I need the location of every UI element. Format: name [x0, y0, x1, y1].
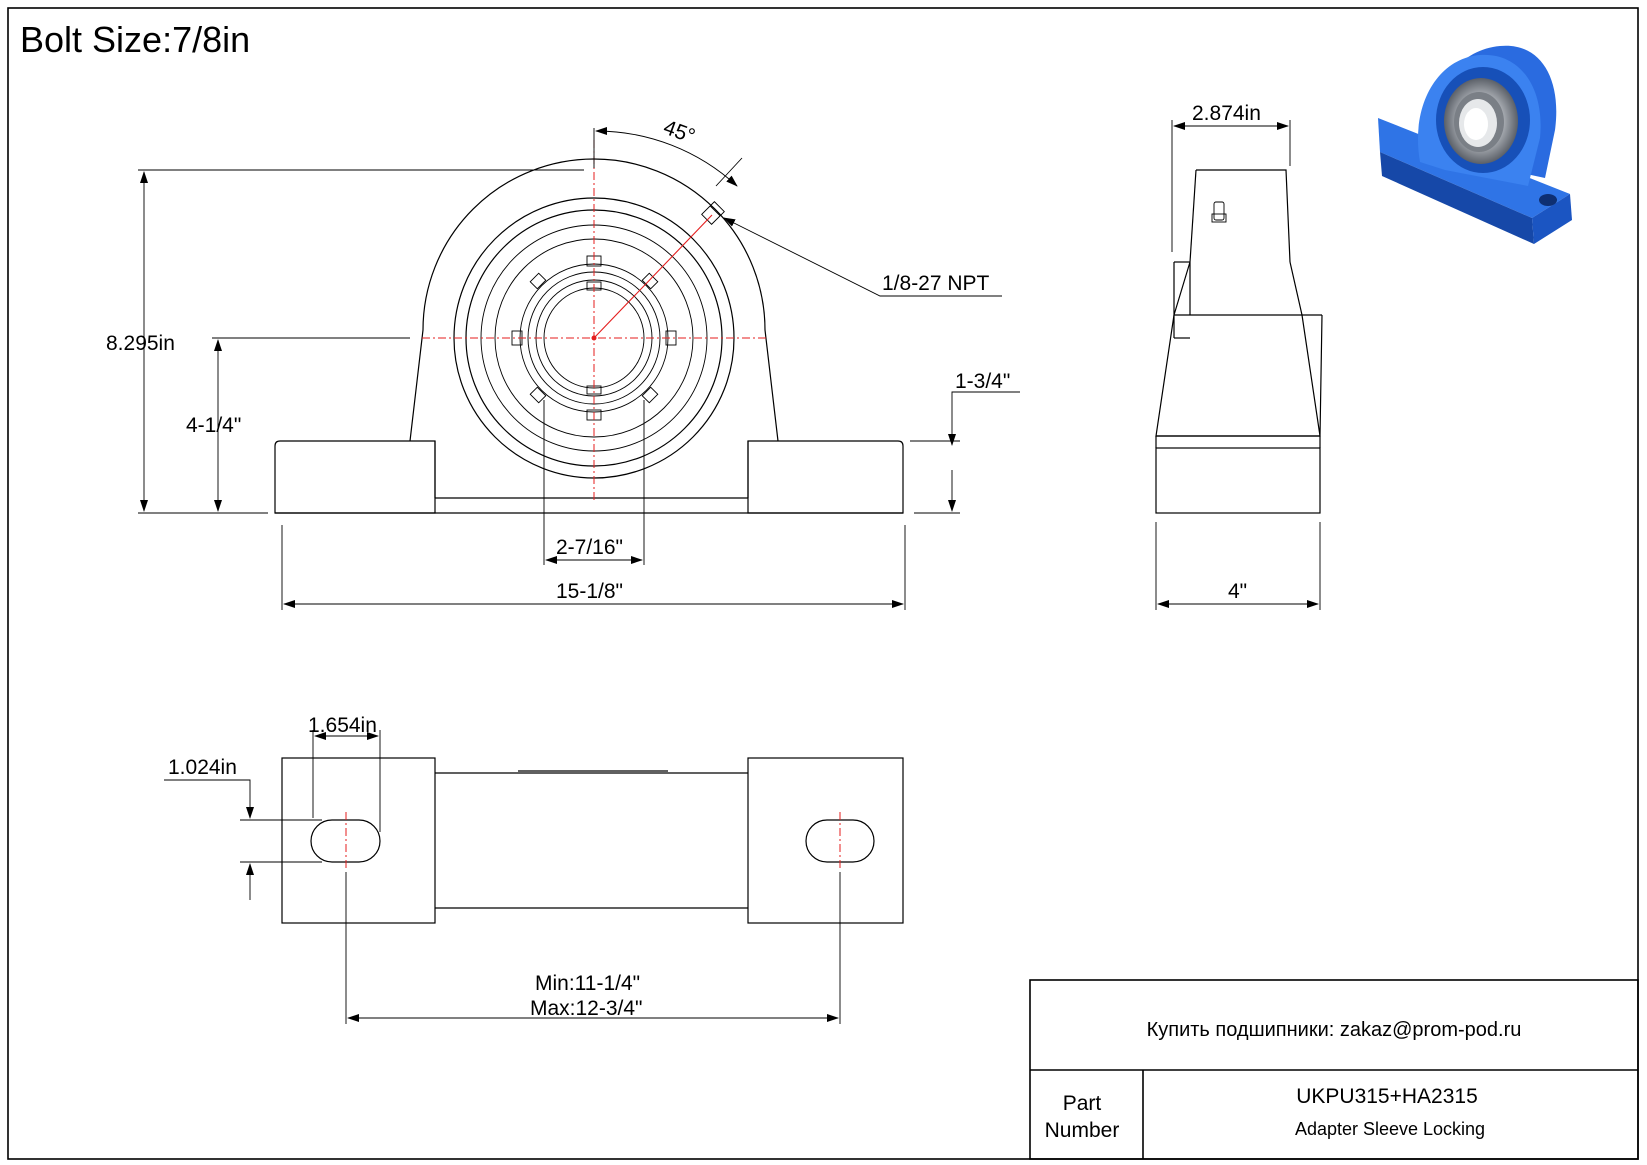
length-label: 15-1/8" — [556, 580, 623, 603]
grease-fitting — [701, 201, 725, 225]
bolt-spacing-max-label: Max:12-3/4" — [530, 997, 643, 1020]
side-view — [1155, 169, 1323, 514]
front-dimensions: 45° 1/8-27 NPT 8.295in 4-1/4" 1-3/4" 2-7… — [106, 116, 1020, 610]
bolt-size-title: Bolt Size:7/8in — [20, 19, 250, 60]
slot-width-label: 1.024in — [168, 756, 237, 779]
front-view — [274, 140, 904, 514]
pillow-block-3d-render — [1378, 45, 1572, 244]
height-total-label: 8.295in — [106, 332, 175, 355]
part-number: UKPU315+HA2315 — [1296, 1085, 1478, 1108]
base-height-label: 1-3/4" — [955, 370, 1010, 393]
center-height-label: 4-1/4" — [186, 414, 241, 437]
sheet-border — [7, 7, 1639, 1160]
part-label-line1: Part — [1063, 1092, 1102, 1115]
side-dimensions: 2.874in 4" — [1155, 102, 1321, 610]
slot-length-label: 1.654in — [308, 714, 377, 737]
bolt-spacing-min-label: Min:11-1/4" — [535, 972, 640, 995]
base-width-label: 4" — [1228, 580, 1247, 603]
bore-label: 2-7/16" — [556, 536, 623, 559]
title-block: Купить подшипники: zakaz@prom-pod.ru Par… — [1029, 979, 1639, 1160]
contact-email: Купить подшипники: zakaz@prom-pod.ru — [1147, 1019, 1522, 1041]
part-label-line2: Number — [1045, 1119, 1120, 1142]
part-description: Adapter Sleeve Locking — [1295, 1119, 1485, 1139]
top-dimensions: 1.654in 1.024in Min:11-1/4" Max:12-3/4" — [164, 714, 841, 1024]
housing-width-label: 2.874in — [1192, 102, 1261, 125]
fitting-label: 1/8-27 NPT — [882, 272, 990, 295]
top-view — [281, 757, 904, 924]
